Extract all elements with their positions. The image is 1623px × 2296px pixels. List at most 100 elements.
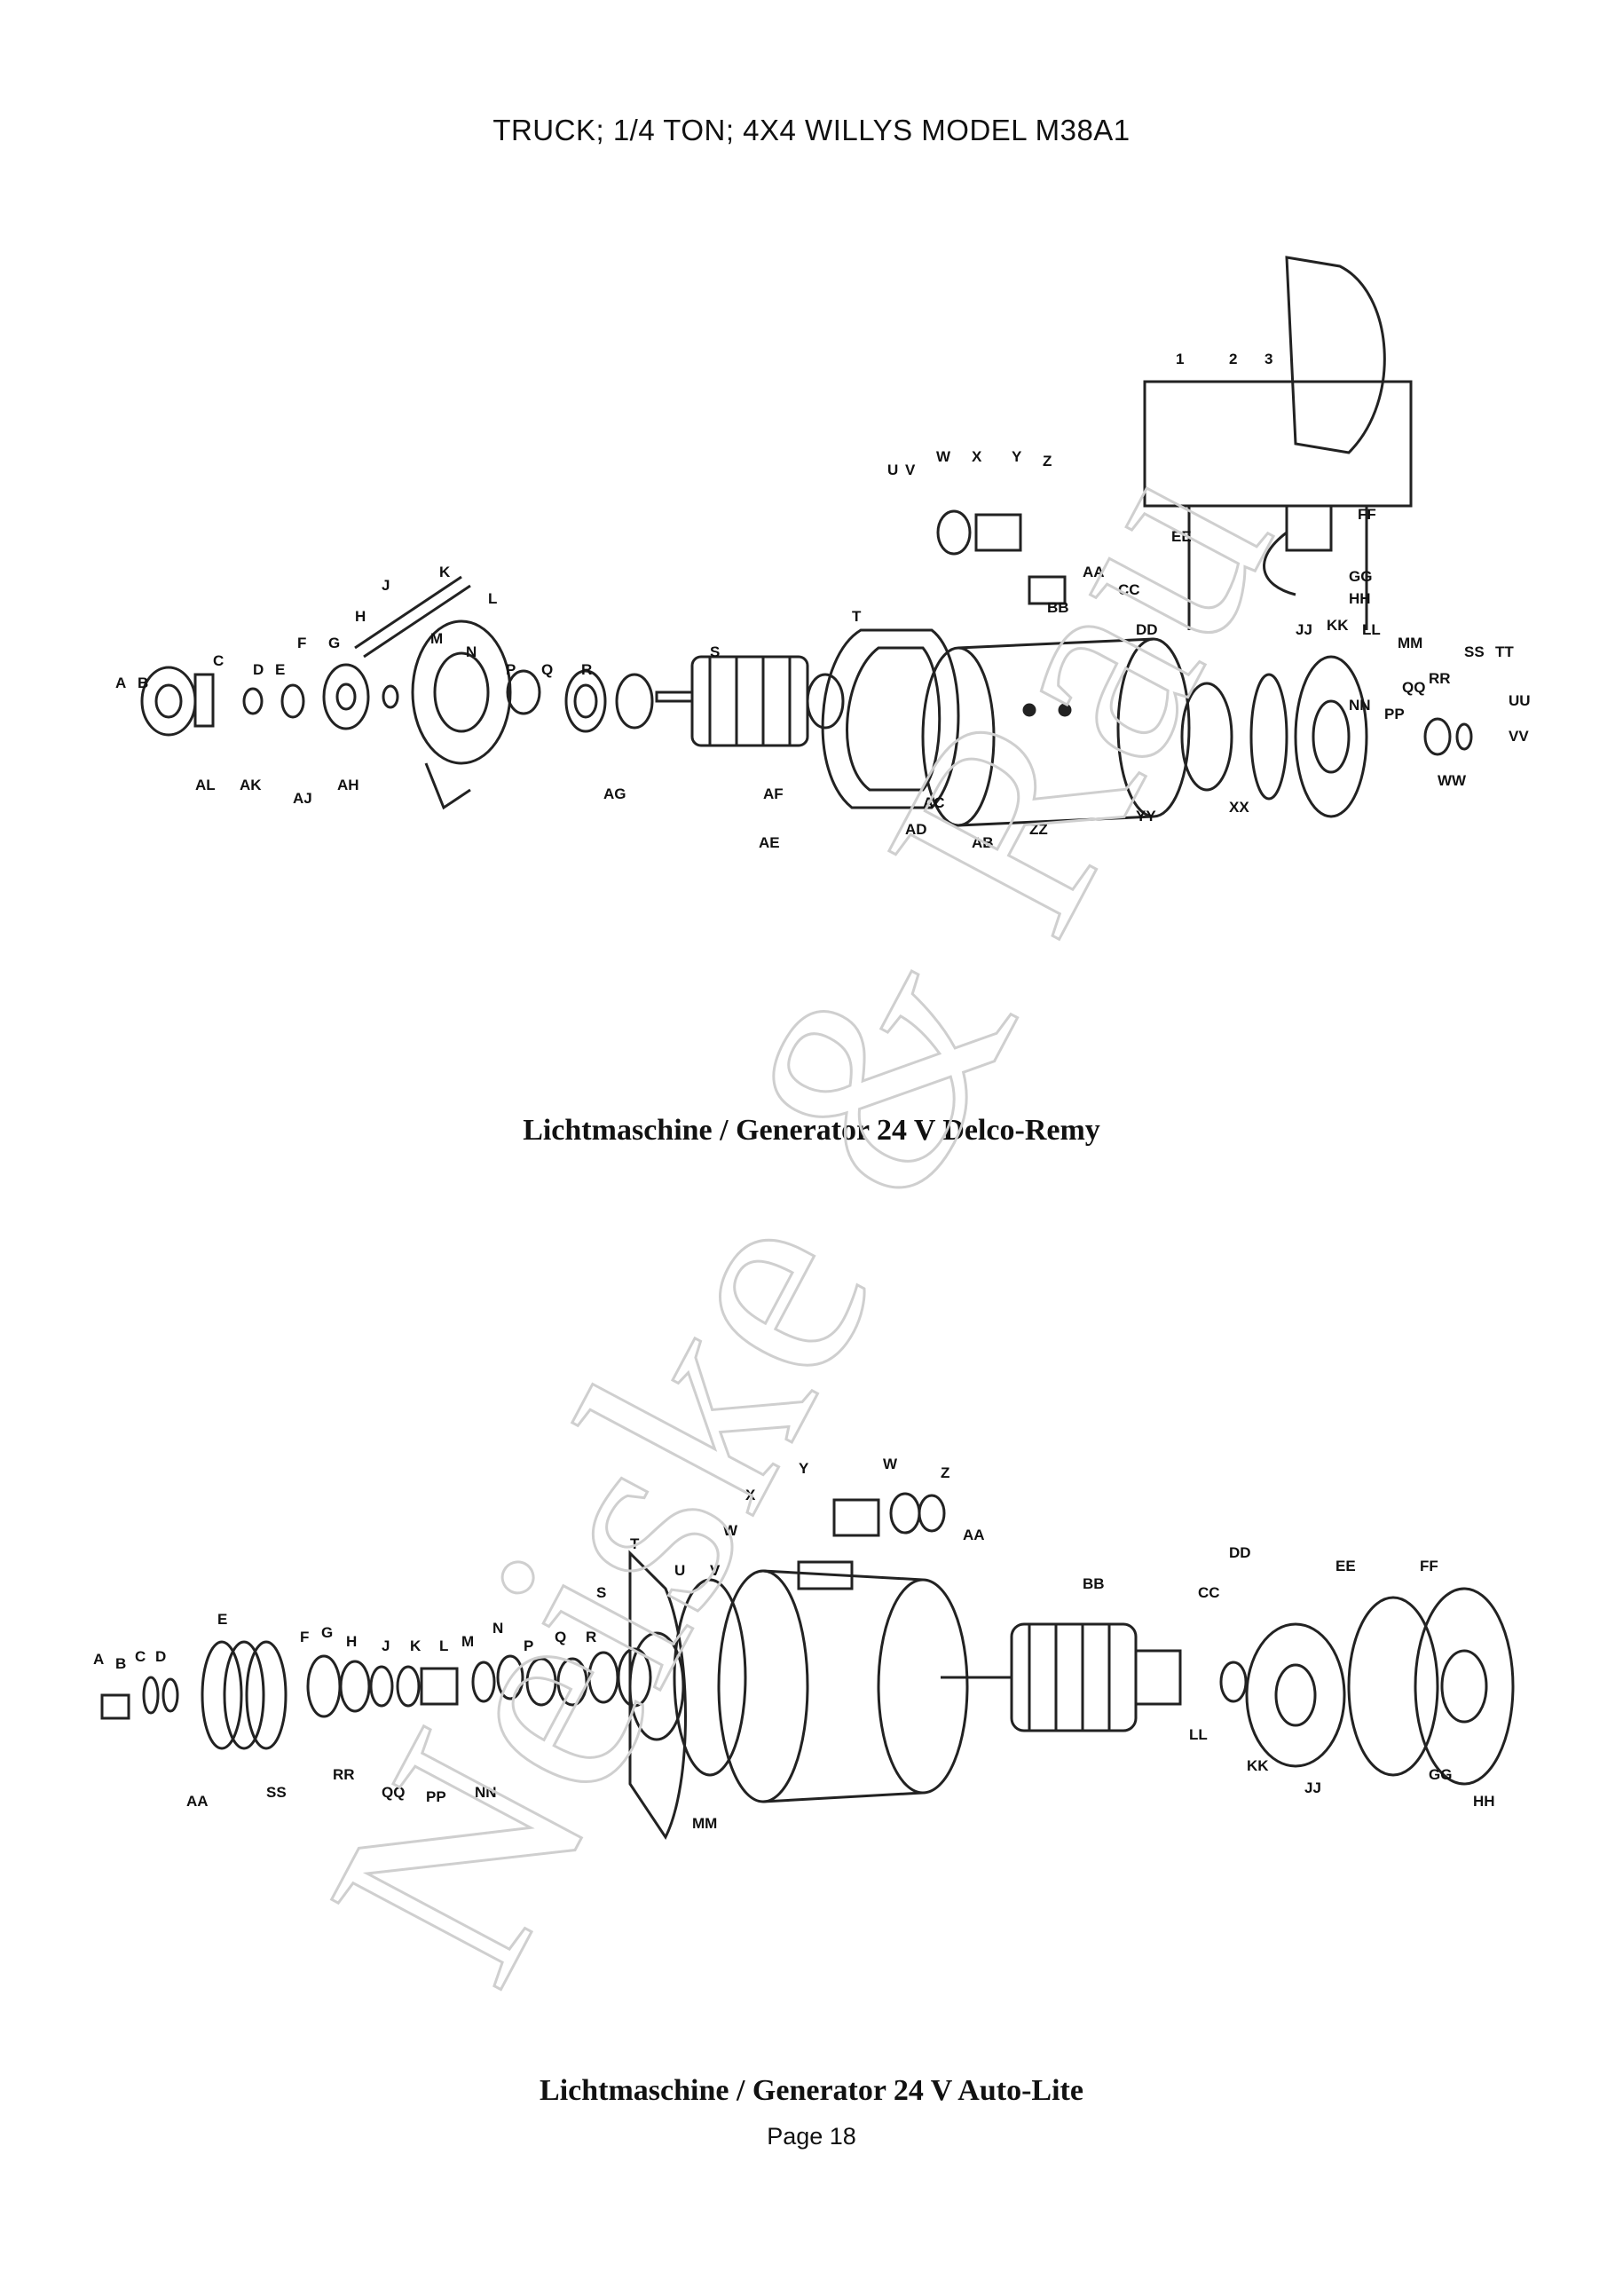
svg-text:Z: Z (941, 1464, 949, 1481)
svg-text:DD: DD (1229, 1544, 1251, 1561)
svg-text:L: L (439, 1637, 448, 1654)
svg-text:UU: UU (1509, 692, 1531, 709)
svg-text:PP: PP (1384, 706, 1405, 722)
svg-text:CC: CC (1198, 1584, 1220, 1601)
svg-text:Y: Y (1012, 448, 1022, 465)
svg-text:AK: AK (240, 777, 262, 793)
svg-text:W: W (723, 1522, 738, 1539)
svg-text:W: W (883, 1456, 898, 1472)
svg-text:X: X (972, 448, 982, 465)
svg-text:2: 2 (1229, 351, 1237, 367)
svg-text:D: D (155, 1648, 166, 1665)
svg-text:P: P (506, 661, 516, 678)
svg-text:R: R (581, 661, 592, 678)
svg-text:AD: AD (905, 821, 927, 838)
svg-text:V: V (905, 462, 916, 478)
svg-text:VV: VV (1509, 728, 1529, 745)
svg-text:FF: FF (1358, 506, 1376, 523)
svg-text:BB: BB (1047, 599, 1069, 616)
svg-text:G: G (328, 635, 340, 651)
svg-text:FF: FF (1420, 1558, 1438, 1574)
svg-text:PP: PP (426, 1788, 446, 1805)
svg-text:K: K (439, 564, 451, 580)
svg-text:LL: LL (1362, 621, 1381, 638)
svg-text:L: L (488, 590, 497, 607)
svg-text:D: D (253, 661, 264, 678)
svg-text:AA: AA (1083, 564, 1105, 580)
svg-text:P: P (524, 1637, 533, 1654)
svg-text:Z: Z (1043, 453, 1052, 469)
svg-text:QQ: QQ (382, 1784, 405, 1801)
svg-text:DD: DD (1136, 621, 1158, 638)
svg-text:XX: XX (1229, 799, 1249, 816)
svg-text:EE: EE (1335, 1558, 1356, 1574)
svg-text:A: A (93, 1651, 104, 1668)
svg-text:3: 3 (1265, 351, 1272, 367)
svg-text:C: C (135, 1648, 146, 1665)
svg-text:T: T (852, 608, 862, 625)
svg-text:V: V (710, 1562, 721, 1579)
svg-text:AF: AF (763, 785, 784, 802)
svg-text:U: U (674, 1562, 685, 1579)
svg-text:A: A (115, 675, 126, 691)
svg-text:AL: AL (195, 777, 216, 793)
svg-text:AB: AB (972, 834, 994, 851)
svg-text:N: N (492, 1620, 503, 1637)
svg-text:GG: GG (1349, 568, 1372, 585)
svg-text:QQ: QQ (1402, 679, 1425, 696)
svg-text:YY: YY (1136, 808, 1156, 825)
svg-text:X: X (745, 1487, 756, 1503)
svg-text:E: E (275, 661, 285, 678)
svg-text:W: W (936, 448, 951, 465)
svg-text:M: M (430, 630, 443, 647)
svg-text:E: E (217, 1611, 227, 1628)
svg-text:NN: NN (475, 1784, 497, 1801)
svg-text:MM: MM (692, 1815, 717, 1832)
svg-text:JJ: JJ (1304, 1779, 1321, 1796)
svg-text:AG: AG (603, 785, 626, 802)
svg-text:ZZ: ZZ (1029, 821, 1048, 838)
figure2-caption: Lichtmaschine / Generator 24 V Auto-Lite (540, 2074, 1083, 2107)
svg-text:MM: MM (1398, 635, 1422, 651)
svg-text:RR: RR (1429, 670, 1451, 687)
figure1-caption: Lichtmaschine / Generator 24 V Delco-Rem… (523, 1114, 1100, 1147)
svg-text:J: J (382, 1637, 390, 1654)
svg-text:WW: WW (1438, 772, 1467, 789)
svg-text:M: M (461, 1633, 474, 1650)
svg-text:B: B (115, 1655, 126, 1672)
svg-text:RR: RR (333, 1766, 355, 1783)
svg-text:Y: Y (799, 1460, 809, 1477)
svg-text:SS: SS (1464, 643, 1485, 660)
svg-text:U: U (887, 462, 898, 478)
svg-text:AA: AA (963, 1527, 985, 1543)
svg-text:GG: GG (1429, 1766, 1452, 1783)
svg-text:BB: BB (1083, 1575, 1105, 1592)
svg-text:K: K (410, 1637, 422, 1654)
svg-text:KK: KK (1327, 617, 1349, 634)
svg-text:T: T (630, 1535, 640, 1552)
svg-text:EE: EE (1171, 528, 1192, 545)
svg-text:AC: AC (923, 794, 945, 811)
svg-text:AE: AE (759, 834, 780, 851)
svg-text:AA: AA (186, 1793, 209, 1810)
svg-text:SS: SS (266, 1784, 287, 1801)
svg-text:H: H (346, 1633, 357, 1650)
svg-text:G: G (321, 1624, 333, 1641)
svg-text:CC: CC (1118, 581, 1140, 598)
svg-text:LL: LL (1189, 1726, 1208, 1743)
page-number: Page 18 (767, 2123, 856, 2150)
svg-text:TT: TT (1495, 643, 1514, 660)
svg-text:N: N (466, 643, 477, 660)
svg-text:HH: HH (1473, 1793, 1495, 1810)
svg-text:F: F (297, 635, 306, 651)
svg-text:J: J (382, 577, 390, 594)
svg-text:H: H (355, 608, 366, 625)
svg-text:NN: NN (1349, 697, 1371, 714)
page-header: TRUCK; 1/4 TON; 4X4 WILLYS MODEL M38A1 (492, 114, 1131, 146)
